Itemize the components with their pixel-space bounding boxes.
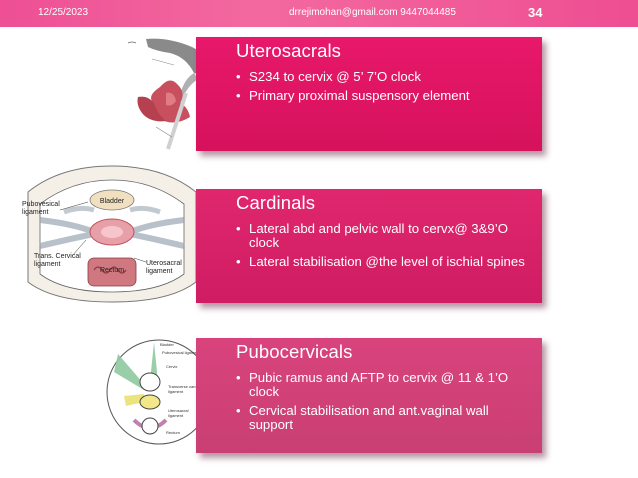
label-rectum: Rectum [100,267,124,274]
label-cervix-small: Cervix [166,364,177,369]
label-bladder-small: Bladder [160,342,174,347]
cardinals-bullets: Lateral abd and pelvic wall to cervx@ 3&… [236,222,532,274]
label-pubovesical-1: Pubovesical [22,201,60,208]
label-uterosacral-small-2: ligament [168,413,184,418]
label-bladder: Bladder [100,198,125,205]
pubocervicals-card: Pubocervicals Pubic ramus and AFTP to ce… [196,338,542,453]
label-uterosacral-2: ligament [146,268,173,275]
label-pubovesical-2: ligament [22,209,49,216]
cardinals-card: Cardinals Lateral abd and pelvic wall to… [196,189,542,303]
list-item: Lateral stabilisation @the level of isch… [236,255,532,270]
slide-number: 34 [528,5,543,20]
label-uterosacral-1: Uterosacral [146,260,182,267]
uterosacrals-bullets: S234 to cervix @ 5’ 7’O clock Primary pr… [236,70,532,108]
label-transverse-1: Transverse cardinal [168,384,203,389]
pubocervicals-title: Pubocervicals [236,341,353,362]
label-trans-cervical-2: ligament [34,261,61,268]
label-pubovesical-small: Pubovesical ligament [162,350,201,355]
list-item: Primary proximal suspensory element [236,89,532,104]
list-item: S234 to cervix @ 5’ 7’O clock [236,70,532,85]
cardinals-title: Cardinals [236,192,316,213]
slide-header-bar: 12/25/2023 drrejimohan@gmail.com 9447044… [0,0,638,27]
list-item: Lateral abd and pelvic wall to cervx@ 3&… [236,222,532,250]
author-contact: drrejimohan@gmail.com 9447044485 [289,7,456,18]
pubocervicals-bullets: Pubic ramus and AFTP to cervix @ 11 & 1’… [236,371,532,437]
cardinal-ligament-diagram: Bladder Rectum Pubovesical ligament Tran… [22,165,197,303]
label-uterosacral-small-1: Uterosacral [168,408,189,413]
label-rectum-small: Rectum [166,430,180,435]
pubocervical-diagram: Bladder Pubovesical ligament Cervix Tran… [106,339,212,445]
list-item: Cervical stabilisation and ant.vaginal w… [236,404,532,432]
uterosacrals-title: Uterosacrals [236,40,342,61]
slide-date: 12/25/2023 [38,7,89,18]
uterosacrals-card: Uterosacrals S234 to cervix @ 5’ 7’O clo… [196,37,542,151]
list-item: Pubic ramus and AFTP to cervix @ 11 & 1’… [236,371,532,399]
label-transverse-2: ligament [168,389,184,394]
label-trans-cervical-1: Trans. Cervical [34,253,81,260]
